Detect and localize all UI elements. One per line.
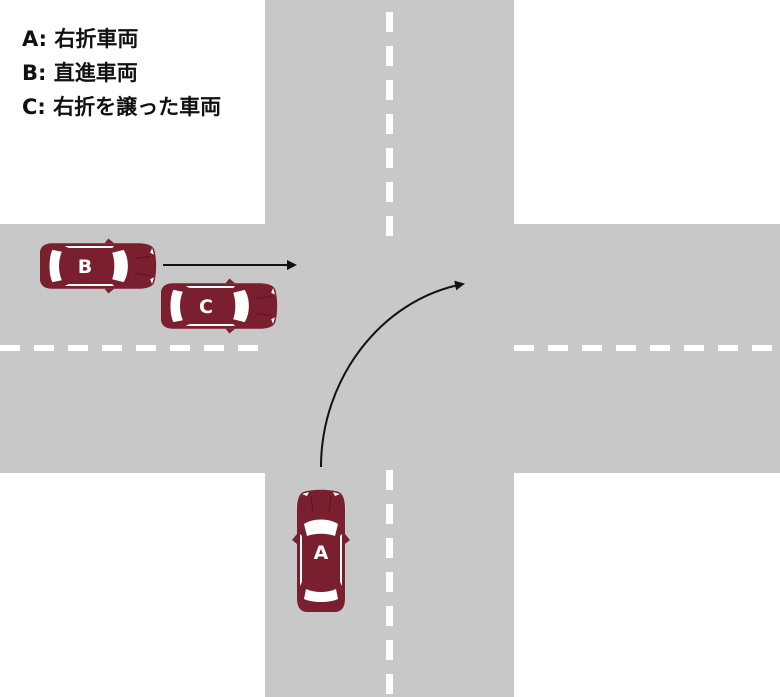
- lane-dash: [34, 345, 54, 351]
- lane-dash: [386, 216, 393, 236]
- lane-dash: [616, 345, 636, 351]
- legend-text: 右折を譲った車両: [53, 95, 222, 119]
- lane-dash: [170, 345, 190, 351]
- lane-dash: [548, 345, 568, 351]
- lane-dash: [650, 345, 670, 351]
- lane-dash: [0, 345, 20, 351]
- lane-dash: [752, 345, 772, 351]
- car-a-label: A: [314, 542, 329, 564]
- lane-dash: [386, 606, 393, 626]
- lane-dash: [582, 345, 602, 351]
- legend-text: 右折車両: [54, 27, 139, 51]
- lane-dash: [514, 345, 534, 351]
- right-turn-arrow-a: [320, 280, 465, 468]
- lane-dash: [68, 345, 88, 351]
- lane-dash: [136, 345, 156, 351]
- legend-key: C:: [22, 95, 46, 119]
- lane-dash: [238, 345, 258, 351]
- car-c-label: C: [199, 296, 213, 318]
- lane-dash: [386, 674, 393, 694]
- car-c: C: [160, 277, 278, 335]
- lane-dash: [386, 640, 393, 660]
- car-a: A: [291, 489, 351, 613]
- legend-key: A:: [22, 27, 48, 51]
- lane-dash: [386, 504, 393, 524]
- lane-dash: [102, 345, 122, 351]
- lane-dash: [718, 345, 738, 351]
- legend-key: B:: [22, 61, 47, 85]
- lane-dash: [386, 572, 393, 592]
- lane-dash: [386, 148, 393, 168]
- lane-dash: [386, 470, 393, 490]
- legend-item-c: C: 右折を譲った車両: [22, 90, 221, 124]
- lane-dash: [386, 12, 393, 32]
- lane-dash: [684, 345, 704, 351]
- lane-dash: [386, 182, 393, 202]
- legend-text: 直進車両: [53, 61, 138, 85]
- lane-dash: [204, 345, 224, 351]
- legend: A: 右折車両 B: 直進車両 C: 右折を譲った車両: [22, 22, 221, 124]
- legend-item-a: A: 右折車両: [22, 22, 221, 56]
- lane-dash: [386, 46, 393, 66]
- lane-dash: [386, 114, 393, 134]
- car-b-label: B: [78, 256, 92, 278]
- lane-markings: [0, 12, 772, 694]
- car-b: B: [39, 237, 157, 295]
- legend-item-b: B: 直進車両: [22, 56, 221, 90]
- lane-dash: [386, 80, 393, 100]
- lane-dash: [386, 538, 393, 558]
